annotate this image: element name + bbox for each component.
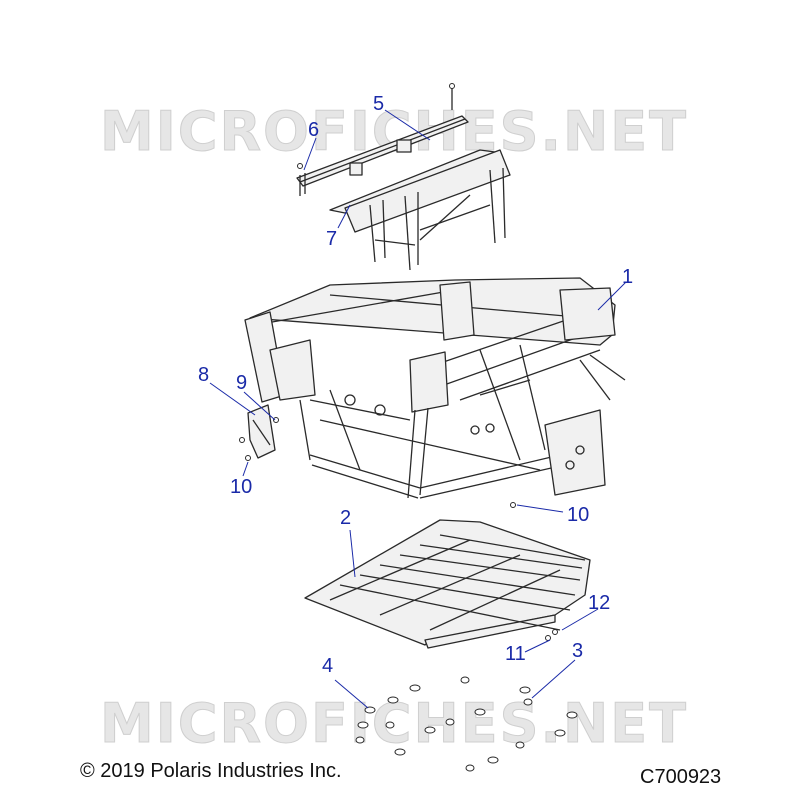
callout-8: 8 [198, 364, 209, 386]
part-upper-cab-frame [296, 83, 511, 271]
callout-1: 1 [622, 266, 633, 288]
callout-3: 3 [572, 640, 583, 662]
callout-10-right: 10 [567, 504, 589, 526]
part-main-frame [244, 277, 626, 499]
callout-7: 7 [326, 228, 337, 250]
callout-12: 12 [588, 592, 610, 614]
callout-6: 6 [308, 119, 319, 141]
leader-lines [209, 109, 627, 709]
watermark-top: MICROFICHES.NET [100, 100, 688, 163]
part-skid-plate [304, 502, 591, 649]
callout-5: 5 [373, 93, 384, 115]
callout-2: 2 [340, 507, 351, 529]
callout-9: 9 [236, 372, 247, 394]
callout-4: 4 [322, 655, 333, 677]
copyright-notice: © 2019 Polaris Industries Inc. [80, 760, 342, 782]
callout-11: 11 [505, 643, 526, 665]
part-bracket [239, 404, 279, 461]
callout-10-left: 10 [230, 476, 252, 498]
figure-code: C700923 [640, 766, 722, 788]
part-fasteners [355, 676, 578, 772]
